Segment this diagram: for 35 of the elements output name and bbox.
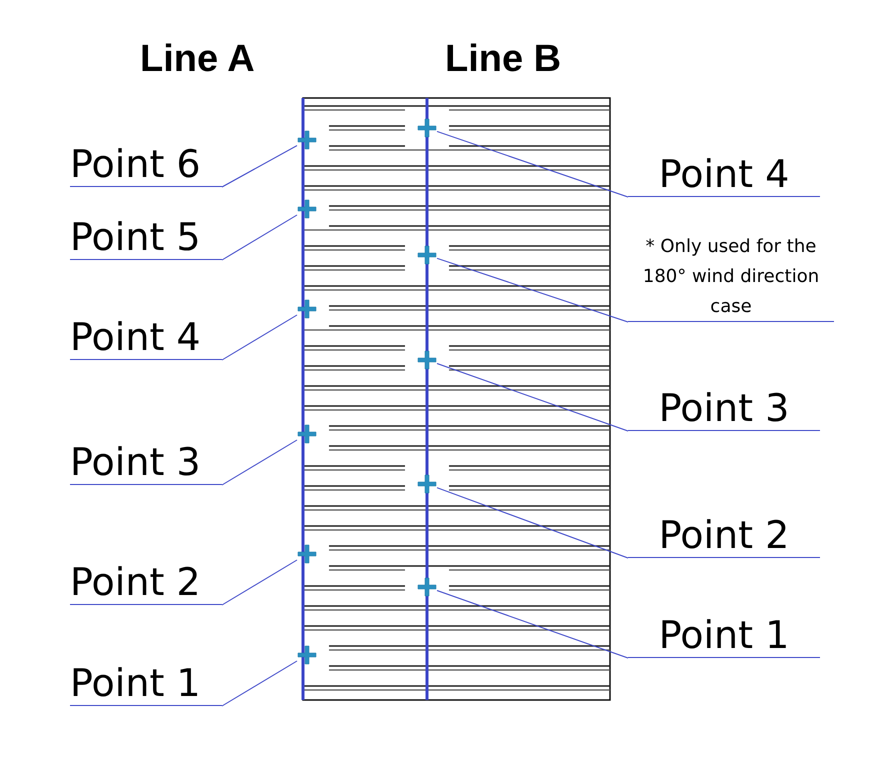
measurement-point-marker xyxy=(417,245,437,265)
point-callout: Point 4 xyxy=(628,151,820,197)
point-callout: Point 3 xyxy=(628,385,820,431)
leader-line xyxy=(222,314,298,360)
line-heading: Line B xyxy=(445,38,562,81)
point-callout: Point 1 xyxy=(70,660,222,706)
point-callout: Point 6 xyxy=(70,141,222,187)
leader-line xyxy=(222,560,298,606)
measurement-point-marker xyxy=(297,299,317,319)
leader-line xyxy=(222,660,298,706)
measurement-point-marker xyxy=(417,350,437,370)
point-callout: Point 4 xyxy=(70,314,222,360)
measurement-point-marker xyxy=(417,474,437,494)
point-callout: Point 2 xyxy=(628,512,820,558)
leader-line xyxy=(222,440,298,486)
point-callout: Point 5 xyxy=(70,214,222,260)
measurement-point-marker xyxy=(297,424,317,444)
leader-line xyxy=(436,130,628,198)
measurement-point-marker xyxy=(297,130,317,150)
measurement-point-marker xyxy=(297,199,317,219)
point-callout: Point 3 xyxy=(70,439,222,485)
point-callout: Point 1 xyxy=(628,612,820,658)
leader-line xyxy=(222,145,298,188)
leader-line xyxy=(436,258,628,322)
leader-line xyxy=(436,590,628,658)
note-callout: * Only used for the 180° wind direction case xyxy=(628,232,834,322)
line-heading: Line A xyxy=(140,38,255,81)
measurement-point-marker xyxy=(297,645,317,665)
measurement-point-marker xyxy=(297,544,317,564)
leader-line xyxy=(222,214,298,260)
point-callout: Point 2 xyxy=(70,559,222,605)
measurement-point-marker xyxy=(417,118,437,138)
measurement-point-marker xyxy=(417,577,437,597)
leader-line xyxy=(436,487,628,558)
leader-line xyxy=(436,363,628,432)
